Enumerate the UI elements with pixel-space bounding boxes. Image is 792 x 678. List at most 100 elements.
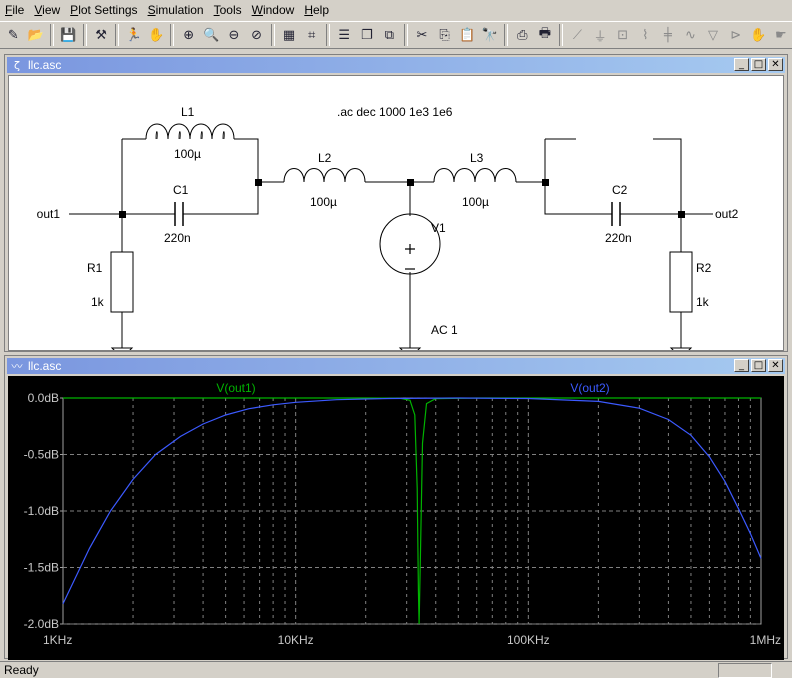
x-tick-label: 1KHz	[43, 633, 72, 647]
inductor-L1	[145, 123, 235, 140]
y-tick-label: -1.5dB	[24, 561, 59, 575]
toolbar-separator	[403, 24, 408, 46]
cursor-icon[interactable]: ⌗	[308, 27, 316, 43]
resistor-R1	[110, 251, 134, 313]
zoom-in-icon[interactable]: ⊕	[183, 27, 195, 43]
schematic-icon: ζ	[14, 58, 20, 72]
menu-tools[interactable]: Tools	[213, 3, 242, 17]
value-L2: 100µ	[310, 195, 337, 209]
toolbar-separator	[559, 24, 564, 46]
menu-plot-settings[interactable]: Plot Settings	[70, 3, 138, 17]
label-net-icon[interactable]: ⊡	[617, 27, 629, 43]
x-tick-label: 10KHz	[278, 633, 314, 647]
junction-dot	[407, 179, 414, 186]
drag-icon[interactable]: ☛	[775, 27, 787, 43]
value-V1: AC 1	[431, 323, 458, 337]
label-R1: R1	[87, 261, 103, 275]
new-schematic-icon[interactable]: ✎	[7, 27, 19, 43]
label-V1: V1	[431, 221, 446, 235]
autorange-icon[interactable]: ▦	[282, 27, 296, 43]
waveform-icon: 〰	[11, 360, 23, 373]
inductor-icon[interactable]: ∿	[685, 27, 696, 43]
plot-titlebar[interactable]: 〰 llc.asc _ □ ✕	[7, 358, 785, 374]
close-button[interactable]: ✕	[768, 359, 783, 372]
maximize-button[interactable]: □	[751, 58, 766, 71]
toolbar-separator	[325, 24, 330, 46]
y-tick-label: -2.0dB	[24, 617, 59, 631]
resistor-R2	[669, 251, 693, 313]
menu-file[interactable]: File	[5, 3, 25, 17]
x-tick-label: 1MHz	[750, 633, 781, 647]
maximize-button[interactable]: □	[751, 359, 766, 372]
y-tick-label: -1.0dB	[24, 504, 59, 518]
toolbar-separator	[82, 24, 87, 46]
close-button[interactable]: ✕	[768, 58, 783, 71]
inductor-L2	[283, 168, 366, 183]
tile-horizontal-icon[interactable]: ☰	[338, 27, 351, 43]
minimize-button[interactable]: _	[734, 359, 749, 372]
plot-window: 〰 llc.asc _ □ ✕ 0.0dB-0.5dB-1.0dB-1.5dB-…	[4, 355, 788, 660]
voltage-source-V1	[379, 213, 441, 275]
wire-icon[interactable]: ⟋	[572, 27, 583, 43]
zoom-cancel-icon[interactable]: ⊘	[251, 27, 262, 43]
toolbar-separator	[115, 24, 120, 46]
tile-icon[interactable]: ⧉	[384, 27, 395, 43]
control-panel-icon[interactable]: ⚒	[95, 27, 107, 43]
find-icon[interactable]: 🔭	[481, 27, 498, 43]
paste-icon[interactable]: 📋	[459, 27, 476, 43]
schematic-canvas[interactable]: .ac dec 1000 1e3 1e6 L1 100µ L2 100µ L3 …	[8, 75, 784, 351]
value-C2: 220n	[605, 231, 632, 245]
schematic-window: ζ llc.asc _ □ ✕	[4, 54, 788, 352]
ground-icon	[110, 347, 134, 350]
junction-dot	[542, 179, 549, 186]
value-R1: 1k	[91, 295, 105, 309]
capacitor-C1	[174, 202, 184, 226]
move-icon[interactable]: ✋	[750, 27, 767, 43]
minimize-button[interactable]: _	[734, 58, 749, 71]
menu-view[interactable]: View	[34, 3, 61, 17]
menu-window[interactable]: Window	[251, 3, 295, 17]
trace-label[interactable]: V(out2)	[570, 381, 609, 395]
diode-icon[interactable]: ▽	[708, 27, 719, 43]
zoom-pan-icon[interactable]: 🔍	[203, 27, 220, 43]
directive: .ac dec 1000 1e3 1e6	[337, 105, 453, 119]
label-L1: L1	[181, 105, 195, 119]
label-R2: R2	[696, 261, 712, 275]
resistor-icon[interactable]: ⌇	[642, 27, 649, 43]
schematic-titlebar[interactable]: ζ llc.asc _ □ ✕	[7, 57, 785, 73]
label-L3: L3	[470, 151, 484, 165]
y-tick-label: -0.5dB	[24, 448, 59, 462]
print-setup-icon[interactable]: ⎙	[517, 27, 528, 43]
value-L3: 100µ	[462, 195, 489, 209]
toolbar-separator	[270, 24, 275, 46]
label-C2: C2	[612, 183, 628, 197]
cut-icon[interactable]: ✂	[416, 27, 428, 43]
zoom-out-icon[interactable]: ⊖	[228, 27, 240, 43]
print-icon[interactable]: 🖶	[538, 26, 552, 41]
trace-label[interactable]: V(out1)	[216, 381, 255, 395]
series-line-vout2	[62, 397, 762, 604]
save-icon[interactable]: 💾	[60, 27, 77, 43]
menu-simulation[interactable]: Simulation	[147, 3, 204, 17]
component-icon[interactable]: ⊳	[730, 27, 742, 43]
status-panel	[718, 663, 772, 678]
cascade-icon[interactable]: ❐	[361, 27, 373, 43]
halt-icon[interactable]: ✋	[148, 27, 165, 43]
copy-icon[interactable]: ⎘	[439, 27, 450, 43]
open-icon[interactable]: 📂	[27, 27, 44, 43]
wire	[544, 139, 606, 215]
menu-bar: File View Plot Settings Simulation Tools Wind…	[0, 0, 792, 20]
value-R2: 1k	[696, 295, 710, 309]
menu-help[interactable]: Help	[304, 3, 329, 17]
wire	[653, 138, 682, 252]
capacitor-icon[interactable]: ╪	[663, 27, 672, 43]
inductor-L1-inner	[155, 131, 225, 140]
ground-icon	[669, 347, 693, 350]
run-icon[interactable]: 🏃	[125, 27, 142, 43]
plot-title: llc.asc	[28, 359, 62, 373]
label-C1: C1	[173, 183, 189, 197]
net-label-out1: out1	[37, 207, 61, 221]
plot-frame	[62, 397, 762, 625]
ground-icon[interactable]: ⏚	[593, 29, 607, 45]
